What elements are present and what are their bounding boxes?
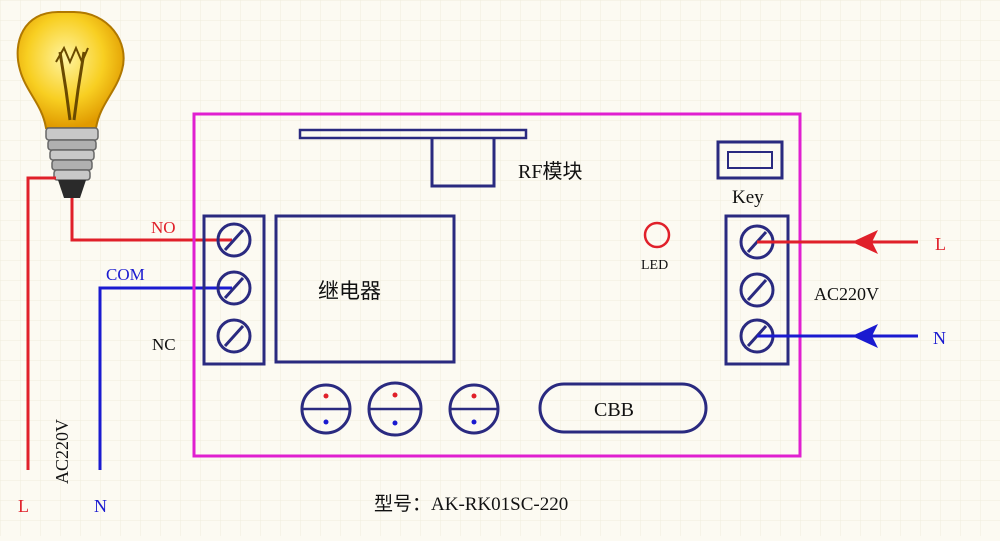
- cbb-capacitor: [538, 382, 708, 434]
- capacitor-2: [367, 381, 423, 437]
- right-line-label: L: [935, 234, 946, 254]
- line-arrow-icon: [852, 230, 878, 254]
- cbb-label: CBB: [594, 399, 634, 421]
- model-label: 型号：AK-RK01SC-220: [374, 493, 568, 515]
- relay: [274, 214, 456, 364]
- left-voltage-label: AC220V: [52, 419, 72, 484]
- relay-label: 继电器: [318, 279, 381, 303]
- led-label: LED: [641, 258, 668, 273]
- capacitor-1: [300, 383, 352, 435]
- com-wire: [98, 286, 232, 470]
- right-voltage-label: AC220V: [814, 284, 879, 304]
- terminal-screw-no: [216, 222, 252, 258]
- rf-module-label: RF模块: [518, 160, 582, 183]
- key-label: Key: [732, 187, 764, 208]
- left-neutral-label: N: [94, 496, 107, 516]
- no-wire: [70, 198, 232, 242]
- light-bulb-icon: [16, 11, 125, 198]
- nc-terminal-label: NC: [152, 335, 176, 354]
- terminal-screw-mid: [739, 272, 775, 308]
- neutral-arrow-icon: [852, 324, 878, 348]
- rf-module-shape: [430, 138, 496, 188]
- module-board: [192, 112, 802, 458]
- right-terminal-block: [724, 214, 790, 366]
- no-terminal-label: NO: [151, 218, 176, 237]
- terminal-screw-com: [216, 270, 252, 306]
- terminal-screw-nc: [216, 318, 252, 354]
- led-indicator: [643, 221, 671, 249]
- capacitor-3: [448, 383, 500, 435]
- left-terminal-block: [202, 214, 266, 366]
- left-line-wire: [26, 176, 56, 470]
- key-button: [716, 140, 784, 180]
- antenna-bar: [298, 128, 528, 140]
- right-neutral-label: N: [933, 328, 946, 348]
- left-line-label: L: [18, 496, 29, 516]
- com-terminal-label: COM: [106, 265, 145, 284]
